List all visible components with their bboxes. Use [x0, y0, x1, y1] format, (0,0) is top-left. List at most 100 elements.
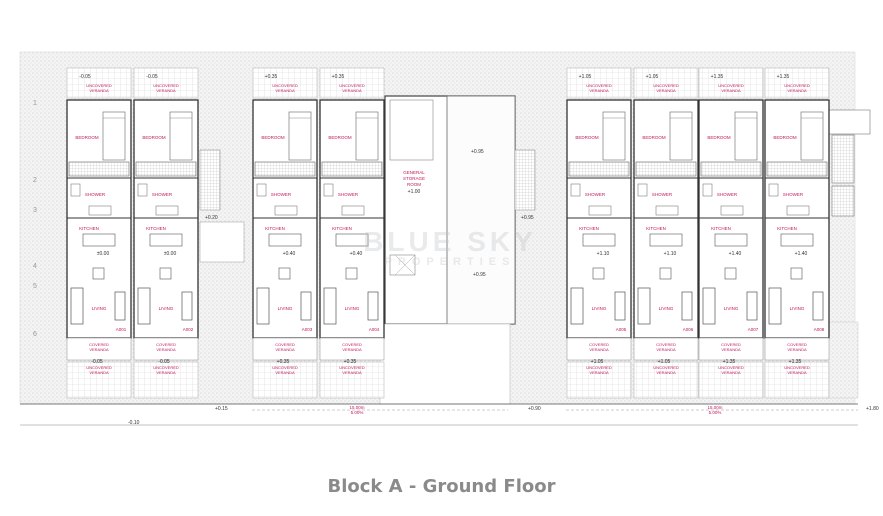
uncovered-veranda-top-label-2: VERANDA	[89, 88, 109, 93]
storage-label-line3: ROOM	[407, 182, 421, 187]
uncovered-veranda-top-label-1: UNCOVERED	[784, 83, 810, 88]
row-marker-6: 6	[33, 331, 37, 338]
level-bottom-3: +1.80	[866, 406, 879, 412]
ramp-annotations: 15.00m 5.00% 15.00m 5.00%	[349, 405, 722, 415]
unit-walls	[133, 99, 199, 339]
living-label: LIVING	[592, 306, 607, 311]
uncovered-veranda-top-label-1: UNCOVERED	[718, 83, 744, 88]
kitchen-label: KITCHEN	[265, 226, 285, 231]
storage-label-line2: STORAGE	[403, 176, 425, 181]
bottom-level: +1.05	[658, 359, 671, 365]
covered-veranda-label-1: COVERED	[721, 342, 741, 347]
uncovered-veranda-bottom-label-2: VERANDA	[342, 370, 362, 375]
covered-veranda-label-1: COVERED	[656, 342, 676, 347]
unit-id: A007	[748, 327, 759, 332]
covered-veranda-label-2: VERANDA	[589, 347, 609, 352]
bed	[734, 111, 758, 161]
shower-label: SHOWER	[338, 192, 359, 197]
toilet	[570, 183, 581, 197]
top-level: +1.35	[777, 74, 790, 80]
dining-table	[659, 267, 672, 280]
bottom-level: -0.05	[158, 359, 170, 365]
units-layer: -0.05UNCOVEREDVERANDABEDROOMSHOWERKITCHE…	[66, 67, 830, 399]
external-stairs	[199, 149, 536, 263]
living-label: LIVING	[659, 306, 674, 311]
ground-line	[20, 403, 858, 426]
level-storage-side: +0.95	[521, 215, 534, 221]
row-marker-2: 2	[33, 177, 37, 184]
floor-level: +1.40	[729, 251, 742, 257]
uncovered-veranda-bottom-label-2: VERANDA	[721, 370, 741, 375]
covered-veranda-label-2: VERANDA	[721, 347, 741, 352]
bed	[800, 111, 824, 161]
dining-table	[159, 267, 172, 280]
tv-unit	[300, 291, 312, 321]
kitchen-counter	[149, 233, 183, 247]
unit-A005: +1.05UNCOVEREDVERANDABEDROOMSHOWERKITCHE…	[566, 67, 632, 399]
storage-level: +1.00	[408, 189, 421, 195]
sofa	[70, 287, 84, 325]
storage-building	[379, 95, 516, 405]
level-bottom-1: +0.15	[215, 406, 228, 412]
uncovered-veranda-bottom-label-1: UNCOVERED	[653, 365, 679, 370]
shower-label: SHOWER	[783, 192, 804, 197]
covered-veranda-label-2: VERANDA	[89, 347, 109, 352]
uncovered-veranda-top-label-2: VERANDA	[156, 88, 176, 93]
tv-unit	[681, 291, 693, 321]
site-hatch-right	[825, 321, 859, 399]
floor-level: +0.40	[283, 251, 296, 257]
toilet	[323, 183, 334, 197]
uncovered-veranda-bottom	[66, 361, 132, 399]
top-level: +1.35	[711, 74, 724, 80]
sofa	[570, 287, 584, 325]
unit-A008: +1.35UNCOVEREDVERANDABEDROOMSHOWERKITCHE…	[764, 67, 830, 399]
unit-id: A003	[302, 327, 313, 332]
plan-caption: Block A - Ground Floor	[327, 476, 556, 497]
sofa	[702, 287, 716, 325]
unit-A004: +0.35UNCOVEREDVERANDABEDROOMSHOWERKITCHE…	[319, 67, 385, 399]
uncovered-veranda-bottom	[566, 361, 632, 399]
unit-walls	[633, 99, 699, 339]
uncovered-veranda-top-label-2: VERANDA	[275, 88, 295, 93]
shower-label: SHOWER	[717, 192, 738, 197]
unit-id: A002	[183, 327, 194, 332]
uncovered-veranda-bottom-label-2: VERANDA	[89, 370, 109, 375]
tv-unit	[614, 291, 626, 321]
uncovered-veranda-top	[319, 67, 385, 99]
covered-veranda-label-2: VERANDA	[787, 347, 807, 352]
toilet	[768, 183, 779, 197]
kitchen-counter	[582, 233, 616, 247]
covered-veranda-label-2: VERANDA	[275, 347, 295, 352]
unit-id: A006	[683, 327, 694, 332]
kitchen-label: KITCHEN	[777, 226, 797, 231]
kitchen-counter	[82, 233, 116, 247]
storage-label-line1: GENERAL	[403, 170, 425, 175]
external-stair-right	[827, 109, 871, 217]
unit-id: A004	[369, 327, 380, 332]
kitchen-counter	[335, 233, 369, 247]
wardrobe	[321, 161, 383, 177]
wardrobe	[635, 161, 697, 177]
covered-veranda-label-1: COVERED	[787, 342, 807, 347]
unit-walls	[66, 99, 132, 339]
uncovered-veranda-top-label-1: UNCOVERED	[339, 83, 365, 88]
covered-veranda	[319, 337, 385, 361]
bottom-level: +1.35	[723, 359, 736, 365]
unit-A007: +1.35UNCOVEREDVERANDABEDROOMSHOWERKITCHE…	[698, 67, 764, 399]
sofa	[637, 287, 651, 325]
floor-level: +1.40	[795, 251, 808, 257]
floor-level: +1.10	[597, 251, 610, 257]
uncovered-veranda-bottom	[133, 361, 199, 399]
covered-veranda-label-1: COVERED	[275, 342, 295, 347]
kitchen-counter	[649, 233, 683, 247]
tv-unit	[181, 291, 193, 321]
dining-table	[790, 267, 803, 280]
bottom-level: +0.35	[344, 359, 357, 365]
bedroom-label: BEDROOM	[261, 135, 285, 140]
top-level: -0.05	[146, 74, 158, 80]
uncovered-veranda-top-label-2: VERANDA	[787, 88, 807, 93]
covered-veranda-label-2: VERANDA	[156, 347, 176, 352]
sink	[274, 205, 298, 216]
uncovered-veranda-bottom-label-2: VERANDA	[156, 370, 176, 375]
uncovered-veranda-top-label-2: VERANDA	[589, 88, 609, 93]
